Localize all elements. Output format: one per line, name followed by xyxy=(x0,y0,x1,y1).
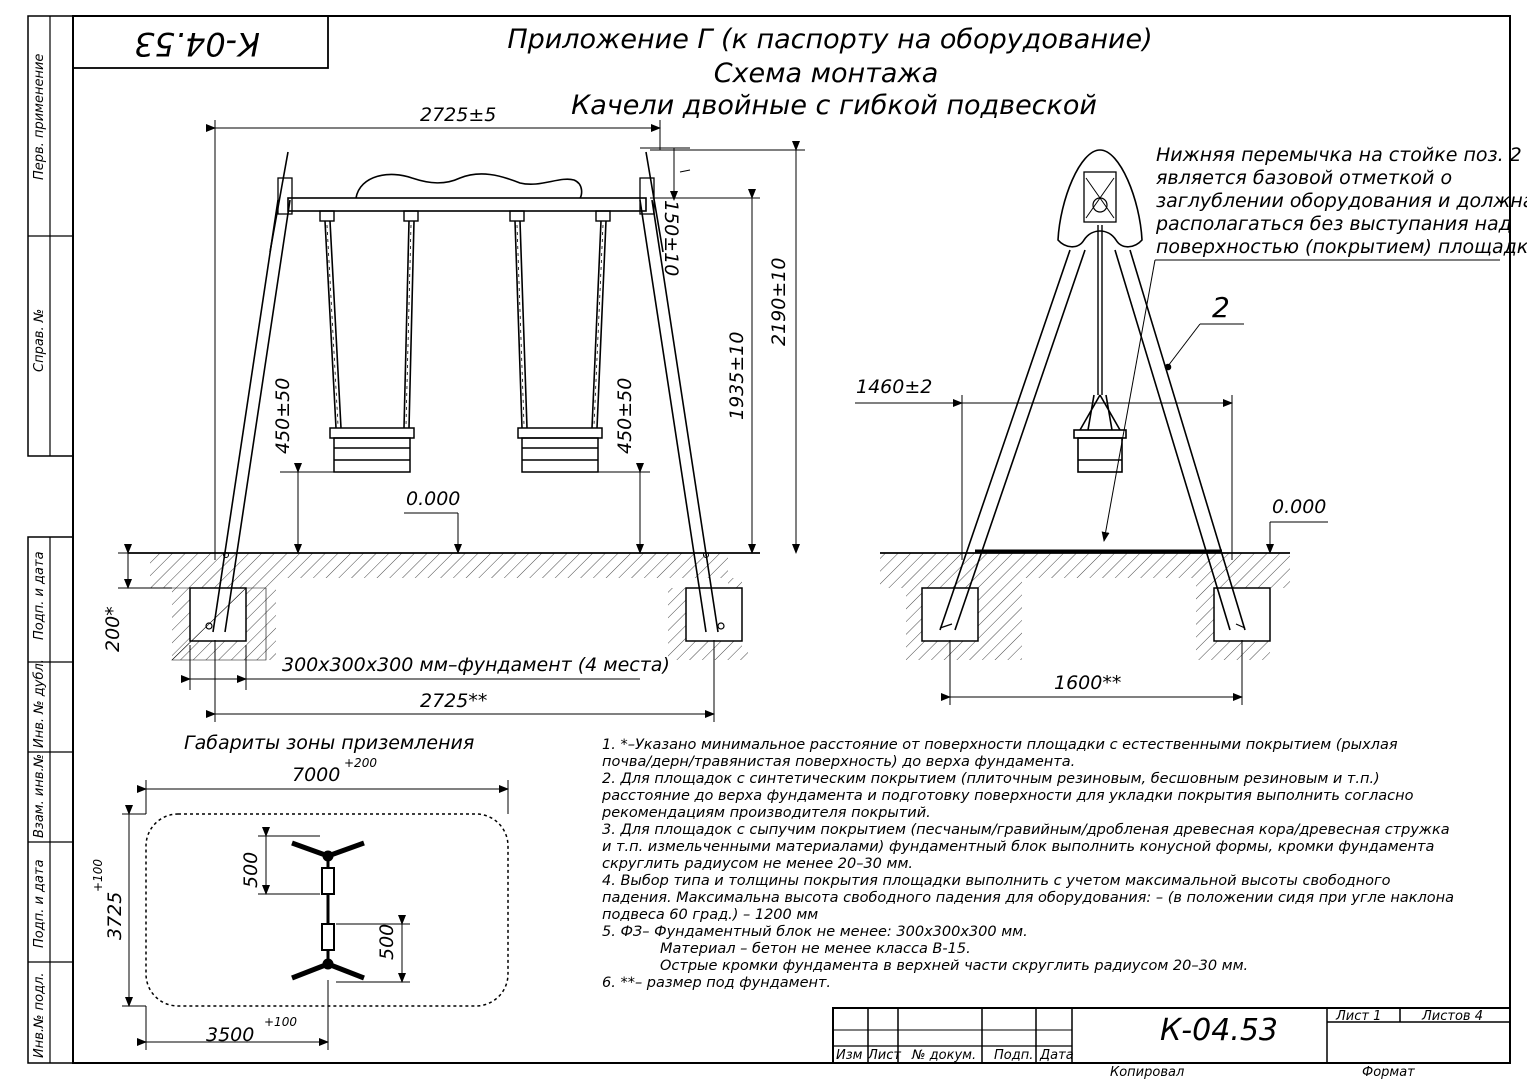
landing-zone-plan xyxy=(291,840,365,981)
dim-side-width: 1460±2 xyxy=(856,376,933,398)
dim-depth: 200* xyxy=(102,606,124,652)
landing-zone-dimensions xyxy=(122,780,509,1050)
dim-side-base: 1600** xyxy=(1054,672,1122,694)
notes-block: 1. *–Указано минимальное расстояние от п… xyxy=(602,737,1454,992)
dim-bar-offset: 150±10 xyxy=(660,200,682,277)
note-line: Острые кромки фундамента в верхней части… xyxy=(660,958,1249,974)
dim-zone-width-tol: +100 xyxy=(91,859,105,892)
landing-zone-outline xyxy=(145,813,509,1007)
dim-zone-length-tol: +200 xyxy=(344,756,377,770)
title-block-code: К-04.53 xyxy=(1160,1013,1279,1048)
note-line: почва/дерн/травянистая поверхность) до в… xyxy=(602,754,1076,770)
note-line: Материал – бетон не менее класса В-15. xyxy=(660,941,971,957)
note-line: подвеса 60 град.) – 1200 мм xyxy=(602,907,819,923)
note-line: 3. Для площадок с сыпучим покрытием (пес… xyxy=(602,822,1450,838)
dim-seat-left: 450±50 xyxy=(272,377,294,454)
side-note-line: является базовой отметкой о xyxy=(1156,167,1453,189)
side-view-ground xyxy=(880,552,1290,660)
side-note-line: Нижняя перемычка на стойке поз. 2 xyxy=(1156,144,1522,166)
foundation-label: 300x300x300 мм–фундамент (4 места) xyxy=(282,654,670,676)
title-block-col-list: Лист xyxy=(868,1048,901,1063)
note-line: и т.п. измельченными материалами) фундам… xyxy=(602,839,1435,855)
dim-zone-half-tol: +100 xyxy=(264,1015,297,1029)
title-block-sheets: Листов 4 xyxy=(1422,1009,1483,1024)
dim-seat-right: 450±50 xyxy=(614,377,636,454)
margin-inv-dubl: Инв. № дубл. xyxy=(32,659,47,748)
margin-sprav-no: Справ. № xyxy=(32,308,47,372)
dim-zone-length: 7000 xyxy=(292,764,341,786)
level-mark-side: 0.000 xyxy=(1272,496,1327,518)
sheet-frame xyxy=(27,15,1511,1064)
dim-zone-width: 3725 xyxy=(104,891,126,940)
front-view-frame xyxy=(205,151,725,633)
title-block-sheet: Лист 1 xyxy=(1336,1009,1382,1024)
title-block-lines xyxy=(832,1007,1511,1064)
note-line: 5. ФЗ– Фундаментный блок не менее: 300х3… xyxy=(602,924,1028,940)
margin-podp-data-2: Подп. и дата xyxy=(32,859,47,948)
side-note-line: поверхностью (покрытием) площадки. xyxy=(1156,236,1527,258)
landing-zone-title: Габариты зоны приземления xyxy=(184,732,475,754)
title-line-1: Приложение Г (к паспорту на оборудование… xyxy=(507,24,1153,55)
dim-height-full: 2190±10 xyxy=(768,257,790,346)
side-view-frame xyxy=(939,149,1246,631)
title-block-col-docum: № докум. xyxy=(912,1048,977,1063)
front-view-ground xyxy=(128,552,760,661)
dim-bottom-width: 2725** xyxy=(420,690,488,712)
title-block-kopiroval: Копировал xyxy=(1110,1065,1185,1080)
side-view-dimensions xyxy=(855,259,1500,705)
margin-inv-podl: Инв.№ подл. xyxy=(32,972,47,1058)
title-block-col-data: Дата xyxy=(1040,1048,1074,1063)
side-note-line: располагаться без выступания над xyxy=(1156,213,1512,235)
title-block-format: Формат xyxy=(1362,1065,1415,1080)
code-stamp: К-04.53 xyxy=(134,25,260,63)
title-block-col-izm: Изм xyxy=(836,1048,863,1063)
note-line: 6. **– размер под фундамент. xyxy=(602,975,832,991)
position-label: 2 xyxy=(1212,291,1230,324)
side-note-line: заглублении оборудования и должна xyxy=(1156,190,1527,212)
dim-zone-b: 500 xyxy=(376,923,398,960)
note-line: падения. Максимальна высота свободного п… xyxy=(602,890,1455,906)
note-line: рекомендациям производителя покрытий. xyxy=(602,805,931,821)
note-line: 2. Для площадок с синтетическим покрытие… xyxy=(602,771,1380,787)
note-line: скруглить радиусом не менее 20–30 мм. xyxy=(602,856,913,872)
side-note: Нижняя перемычка на стойке поз. 2 являет… xyxy=(1156,144,1527,259)
margin-vzam-inv: Взам. инв.№ xyxy=(32,753,47,838)
note-line: расстояние до верха фундамента и подгото… xyxy=(602,788,1414,804)
title-block-col-podp: Подп. xyxy=(994,1048,1034,1063)
level-mark-front: 0.000 xyxy=(406,488,461,510)
title-line-3: Качели двойные с гибкой подвеской xyxy=(571,90,1097,121)
dim-height-axis: 1935±10 xyxy=(726,331,748,420)
front-view-dimensions xyxy=(118,120,805,722)
note-line: 4. Выбор типа и толщины покрытия площадк… xyxy=(602,873,1391,889)
margin-perv-primenenie: Перв. применение xyxy=(32,53,47,180)
dim-zone-half: 3500 xyxy=(206,1024,255,1046)
title-line-2: Схема монтажа xyxy=(713,58,939,89)
margin-podp-data-1: Подп. и дата xyxy=(32,551,47,640)
note-line: 1. *–Указано минимальное расстояние от п… xyxy=(602,737,1398,753)
dim-top-width: 2725±5 xyxy=(420,104,497,126)
dim-zone-a: 500 xyxy=(240,851,262,888)
